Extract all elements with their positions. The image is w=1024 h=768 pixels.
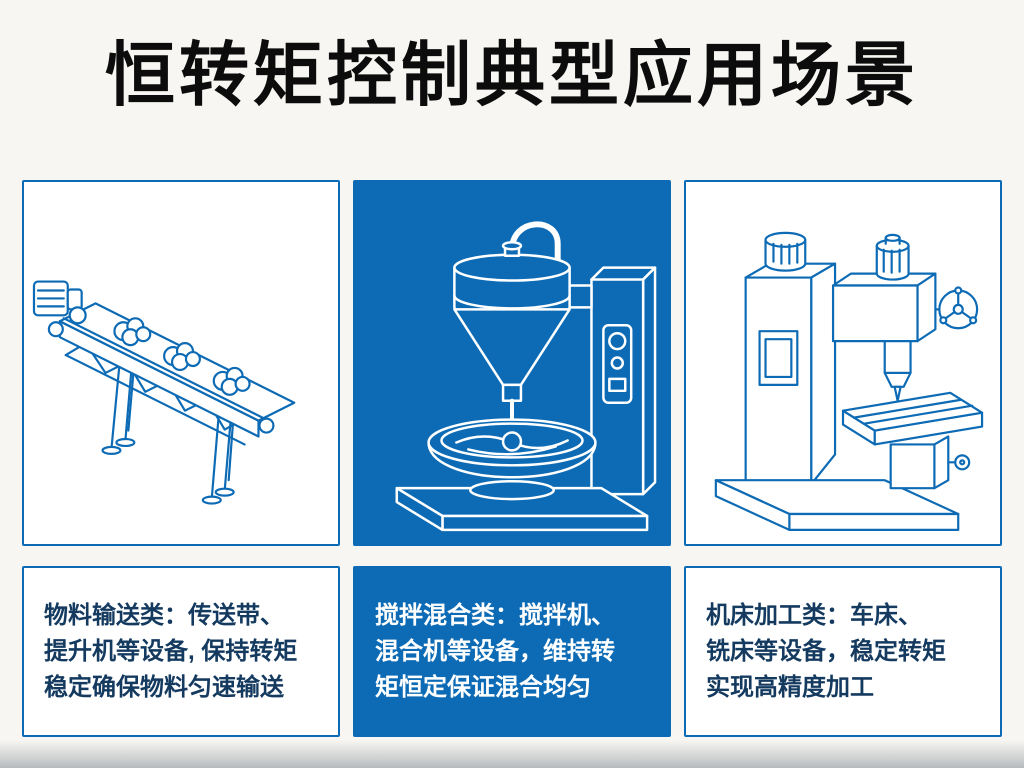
caption-machine-tool-text: 机床加工类：车床、 铣床等设备，稳定转矩 实现高精度加工 xyxy=(706,601,946,701)
caption-conveyor-text: 物料输送类：传送带、 提升机等设备, 保持转矩 稳定确保物料匀速输送 xyxy=(44,601,298,701)
caption-mixer: 搅拌混合类：搅拌机、 混合机等设备，维持转 矩恒定保证混合均匀 xyxy=(353,566,671,737)
panel-mixer-illustration xyxy=(353,180,671,546)
panel-machine-tool-illustration xyxy=(684,180,1002,546)
panel-conveyor-illustration xyxy=(22,180,340,546)
mixer-machine-icon xyxy=(395,221,657,532)
conveyor-belt-icon xyxy=(32,280,296,505)
milling-machine-icon xyxy=(714,231,984,531)
bottom-shadow xyxy=(0,740,1024,768)
caption-machine-tool: 机床加工类：车床、 铣床等设备，稳定转矩 实现高精度加工 xyxy=(684,566,1002,737)
caption-conveyor: 物料输送类：传送带、 提升机等设备, 保持转矩 稳定确保物料匀速输送 xyxy=(22,566,340,737)
caption-mixer-text: 搅拌混合类：搅拌机、 混合机等设备，维持转 矩恒定保证混合均匀 xyxy=(375,601,615,701)
page-title: 恒转矩控制典型应用场景 xyxy=(105,36,919,114)
panel-grid: 物料输送类：传送带、 提升机等设备, 保持转矩 稳定确保物料匀速输送 搅拌混合类… xyxy=(22,180,1002,737)
